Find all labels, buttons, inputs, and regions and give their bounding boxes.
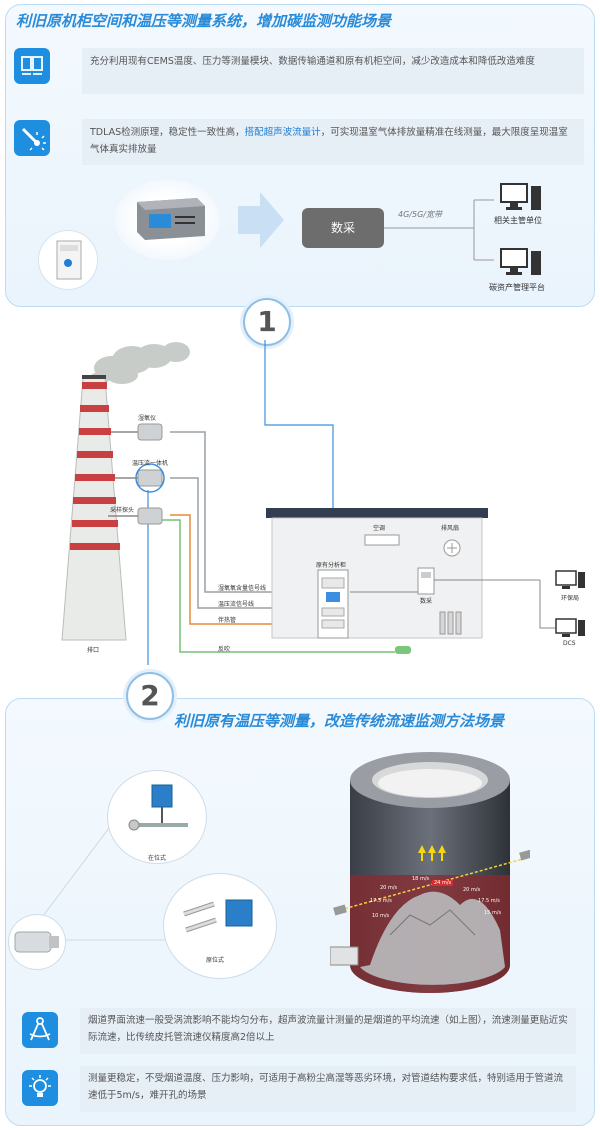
probe-sampling-label: 采样探头 <box>110 507 135 514</box>
section1-point2-highlight: 搭配超声波流量计 <box>244 127 321 138</box>
network-label: 4G/5G/宽带 <box>398 210 442 219</box>
compass-icon <box>22 1012 58 1048</box>
exhaust-fan-label: 排风扇 <box>441 525 460 532</box>
flow-arrow-icon <box>238 192 284 248</box>
lightbulb-icon <box>22 1070 58 1106</box>
chimney-stripe <box>77 451 113 458</box>
computer-icon <box>500 182 544 216</box>
section2-point2-text: 测量更稳定，不受烟道温度、压力影响，可适用于高粉尘高湿等恶劣环境，对管道结构要求… <box>88 1073 564 1101</box>
chimney-stripe <box>72 520 118 527</box>
section1-point1: 充分利用现有CEMS温度、压力等测量模块、数据传输通道和原有机柜空间，减少改造成… <box>82 48 584 94</box>
computer-icon <box>555 570 585 589</box>
installation-diagram <box>61 340 585 665</box>
chimney-stripe <box>79 428 111 435</box>
section1-title: 利旧原机柜空间和温压等测量系统，增加碳监测功能场景 <box>16 12 392 30</box>
section1-point1-text: 充分利用现有CEMS温度、压力等测量模块、数据传输通道和原有机柜空间，减少改造成… <box>90 56 535 67</box>
ac-label: 空调 <box>373 525 386 532</box>
chimney-stripe <box>75 474 115 481</box>
step-badge-2: 2 <box>126 672 174 720</box>
speed-label: 15 m/s <box>484 910 502 916</box>
probe-humidity-label: 湿氧仪 <box>138 415 157 422</box>
chimney-stripe <box>73 497 116 504</box>
step-badge-1: 1 <box>243 298 291 346</box>
tp-signal-line-label: 温压流信号线 <box>218 601 255 608</box>
server-icon <box>14 48 50 84</box>
flue-pipe-3d <box>330 752 530 993</box>
install-method-2-label: 原位式 <box>206 957 225 964</box>
section2-point2: 测量更稳定，不受烟道温度、压力影响，可适用于高粉尘高湿等恶劣环境，对管道结构要求… <box>80 1066 576 1112</box>
dest1-label: 相关主管单位 <box>494 216 542 225</box>
speed-label: 17.5 m/s <box>478 898 500 904</box>
chimney-stripe <box>70 543 120 550</box>
section1-point2-pre: TDLAS检测原理，稳定性一致性高， <box>90 127 245 138</box>
chimney-stripe <box>80 405 109 412</box>
computer-icon <box>500 247 544 281</box>
section2-point1: 烟道界面流速一般受涡流影响不能均匀分布，超声波流量计测量的是烟道的平均流速（如上… <box>80 1008 576 1054</box>
chimney-stripe <box>82 382 107 389</box>
outlet-label: 排口 <box>87 647 100 654</box>
dest2-label: 碳资产管理平台 <box>489 283 545 292</box>
epb-label: 环保局 <box>561 595 580 602</box>
speed-label-highlight: 24 m/s <box>432 880 454 886</box>
speed-label: 20 m/s <box>380 885 398 891</box>
section1-connector-lines <box>384 199 494 261</box>
backblow-label: 反吹 <box>218 646 231 653</box>
install-method-1 <box>107 770 207 864</box>
section1-point2-post: ，可实现温室气体排放量精准在线测量，最大限度呈现温室气体真实排放量 <box>90 127 568 155</box>
datacap-box: 数采 <box>302 208 384 248</box>
analyzer-device <box>115 180 220 260</box>
section2-title: 利旧原有温压等测量，改造传统流速监测方法场景 <box>174 712 505 730</box>
computer-icon <box>555 618 585 637</box>
cabinet-thumbnail <box>38 230 98 290</box>
analyzer-cabinet-label: 原有分析柜 <box>316 562 347 569</box>
speed-label: 18 m/s <box>412 876 430 882</box>
install-method-1-label: 在位式 <box>148 855 167 862</box>
laser-icon <box>14 120 50 156</box>
signal-line-label: 湿氧氧含量信号线 <box>218 585 267 592</box>
datacap-label: 数采 <box>420 598 433 605</box>
probe-tp-label: 温压流一体机 <box>132 460 169 467</box>
speed-label: 20 m/s <box>463 887 481 893</box>
speed-label: 17.5 m/s <box>370 898 392 904</box>
speed-label: 10 m/s <box>372 913 390 919</box>
heat-line-label: 伴热管 <box>218 617 237 624</box>
ultrasonic-sensor <box>8 914 66 970</box>
section1-point2: TDLAS检测原理，稳定性一致性高，搭配超声波流量计，可实现温室气体排放量精准在… <box>82 119 584 165</box>
install-method-2 <box>163 873 277 979</box>
dcs-label: DCS <box>563 640 576 647</box>
section2-point1-text: 烟道界面流速一般受涡流影响不能均匀分布，超声波流量计测量的是烟道的平均流速（如上… <box>88 1015 568 1043</box>
